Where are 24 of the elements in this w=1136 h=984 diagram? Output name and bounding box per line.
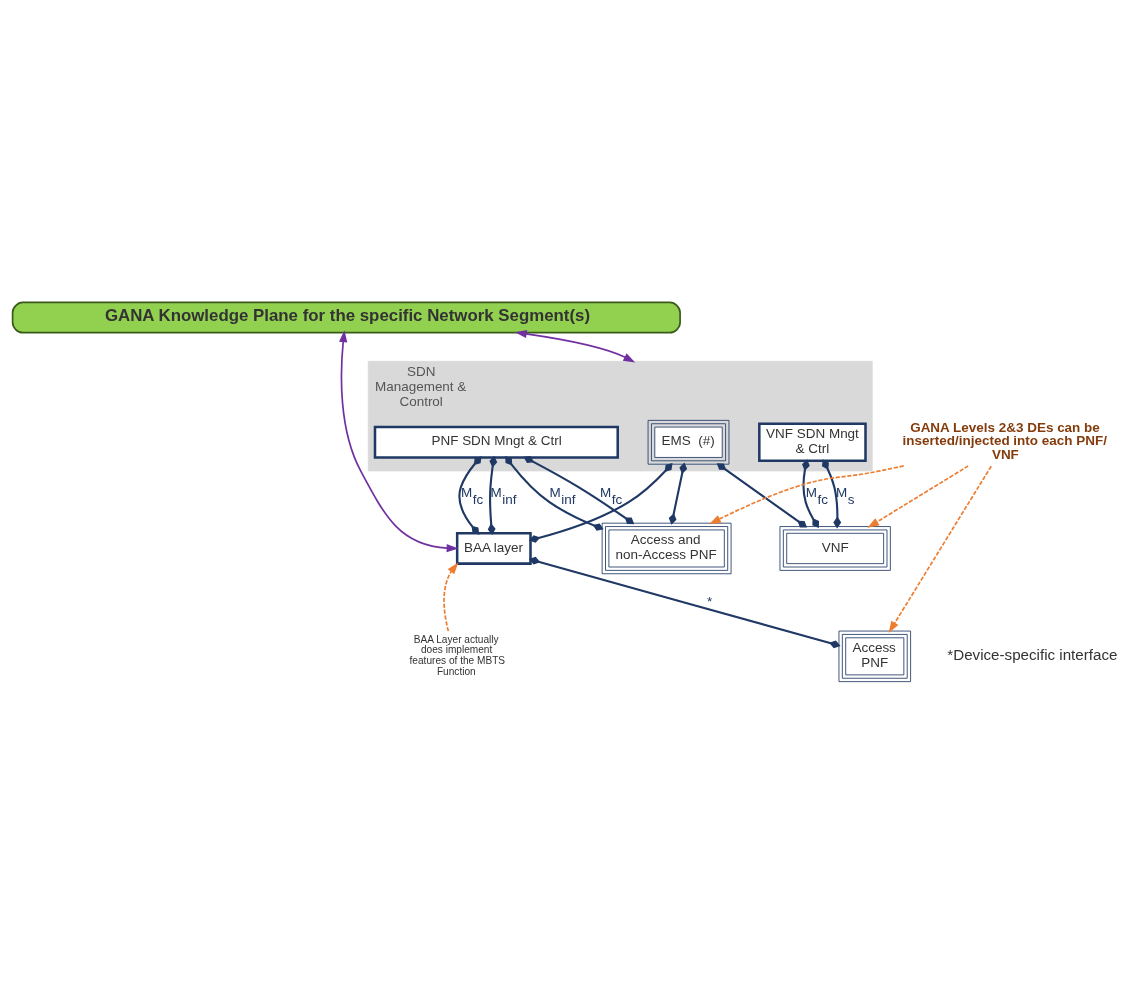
node-text: BAA Layer actually does implement features of the MBTS Function <box>409 633 506 678</box>
node-text: GANA Levels 2&3 DEs can be inserted/injected into each PNF/ VNF <box>902 419 1107 462</box>
connector <box>505 456 604 531</box>
connector <box>528 556 841 649</box>
connector <box>668 462 688 525</box>
node-box: VNF SDN Mngt & Ctrl <box>758 422 867 463</box>
connector <box>487 455 498 536</box>
connector <box>821 459 842 529</box>
arrow <box>339 330 459 553</box>
arrow <box>888 465 993 633</box>
edge-label: * <box>707 593 713 609</box>
node-box: BAA layer <box>455 532 532 565</box>
arrow <box>443 562 459 632</box>
arrow <box>514 329 636 363</box>
connector <box>523 455 635 525</box>
connector <box>458 456 482 535</box>
connector <box>528 463 673 543</box>
connector <box>802 459 820 529</box>
arrow <box>709 465 905 525</box>
node-box: GANA Knowledge Plane for the specific Network Segment(s) <box>11 301 681 334</box>
connector <box>716 463 808 528</box>
node-box: PNF SDN Mngt & Ctrl <box>373 425 619 459</box>
arrow <box>867 465 969 528</box>
label: *Device-specific interface <box>947 646 1118 664</box>
